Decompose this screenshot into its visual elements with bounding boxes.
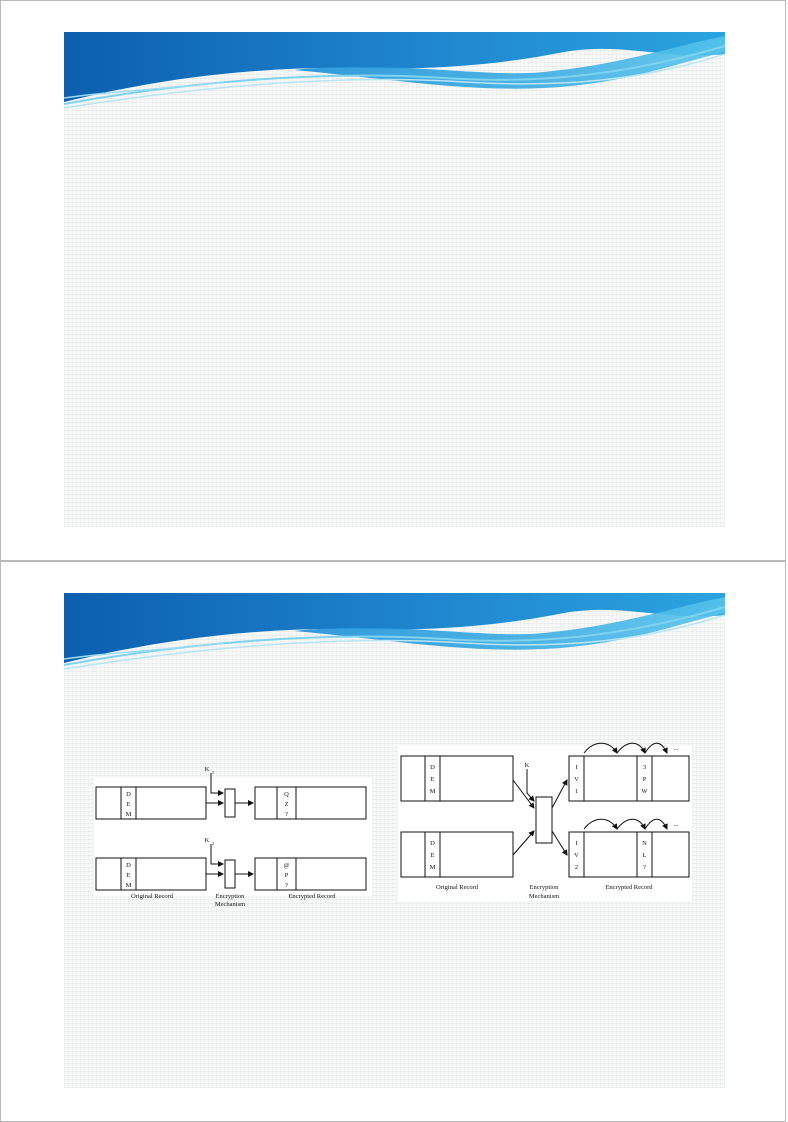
right-diagram-bg	[398, 746, 692, 901]
right-row1-encrypted-record	[568, 755, 690, 802]
right-row2-orig-char: D	[430, 840, 435, 847]
right-row1-orig-char: E	[431, 776, 435, 783]
right-label-mechanism-2: Mechanism	[529, 893, 559, 900]
right-row2-enc-char: N	[642, 840, 647, 847]
left-label-encrypted: Encrypted Record	[288, 893, 336, 900]
right-row1-iv-char: V	[574, 776, 579, 783]
right-row2-encrypted-record	[568, 831, 690, 878]
right-row2-orig-char: M	[430, 864, 436, 871]
right-row1-ellipsis: ...	[674, 745, 679, 752]
left-key1-label: K	[205, 766, 210, 773]
right-row1-enc-char: P	[643, 776, 647, 783]
left-row2-enc-char: ?	[285, 882, 288, 889]
right-row1-original-record	[400, 755, 514, 802]
left-row1-orig-char: M	[126, 811, 132, 818]
left-row1-encrypted-record	[254, 786, 367, 820]
page-2: K 1 D E M Q Z ? K 2 D E M @ P ? Original…	[0, 561, 786, 1122]
left-row2-orig-char: D	[126, 862, 131, 869]
left-label-mechanism-1: Encryption	[216, 893, 246, 900]
right-row1-orig-char: D	[430, 764, 435, 771]
left-diagram-bg	[94, 778, 372, 896]
right-label-original: Original Record	[436, 884, 479, 891]
right-row2-iv-char: 2	[575, 864, 578, 871]
left-row1-orig-char: E	[127, 801, 131, 808]
left-row1-orig-char: D	[126, 791, 131, 798]
left-row2-enc-char: P	[285, 872, 289, 879]
blank-slide	[64, 32, 725, 527]
right-row2-enc-char: ?	[643, 864, 646, 871]
right-row2-iv-char: I	[575, 840, 577, 847]
left-key1-sub: 1	[212, 770, 214, 775]
right-row2-iv-char: V	[574, 852, 579, 859]
encryption-slide: K 1 D E M Q Z ? K 2 D E M @ P ? Original…	[64, 593, 725, 1088]
slide-header-banner	[64, 593, 725, 670]
right-row1-iv-char: 1	[575, 788, 578, 795]
left-row2-enc-char: @	[284, 862, 290, 869]
left-label-original: Original Record	[131, 893, 174, 900]
right-row1-enc-char: W	[641, 788, 648, 795]
left-key2-sub: 2	[212, 841, 214, 846]
left-row1-enc-char: ?	[285, 811, 288, 818]
right-row1-enc-char: 3	[643, 764, 646, 771]
slide-header-banner	[64, 32, 725, 109]
encryption-diagrams: K 1 D E M Q Z ? K 2 D E M @ P ? Original…	[94, 742, 692, 908]
right-row1-orig-char: M	[430, 788, 436, 795]
page-1	[0, 0, 786, 561]
right-label-mechanism-1: Encryption	[530, 884, 560, 891]
left-key2-label: K	[205, 837, 210, 844]
right-row2-ellipsis: ...	[674, 821, 679, 828]
right-row1-iv-char: I	[575, 764, 577, 771]
left-row1-enc-char: Z	[285, 801, 289, 808]
right-encryption-box	[535, 796, 553, 844]
left-row1-enc-char: Q	[284, 791, 289, 798]
left-label-mechanism-2: Mechanism	[215, 901, 245, 908]
right-row2-orig-char: E	[431, 852, 435, 859]
right-label-encrypted: Encrypted Record	[605, 884, 653, 891]
right-row2-enc-char: L	[643, 852, 647, 859]
right-key-label: K	[525, 762, 530, 769]
left-row2-encrypted-record	[254, 857, 367, 891]
left-row2-orig-char: M	[126, 882, 132, 889]
left-row2-orig-char: E	[127, 872, 131, 879]
